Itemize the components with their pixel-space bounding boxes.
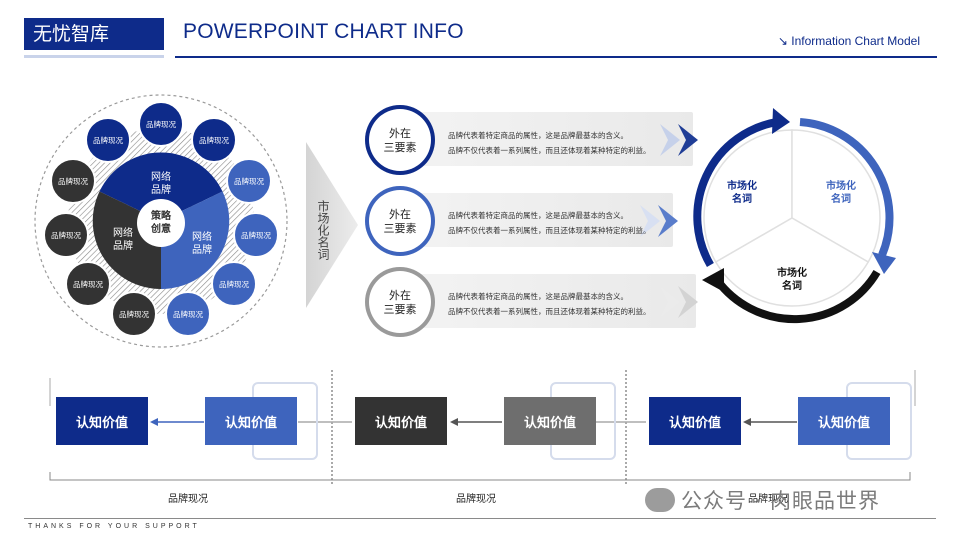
- brand-circle-diagram: 策略 创意 网络 品牌 网络 品牌 网络 品牌 品牌现况 品牌现况 品牌现况 品…: [34, 94, 288, 348]
- center-circle: [137, 199, 185, 247]
- watermark: 公众号 · 肉眼品世界: [645, 485, 880, 515]
- svg-text:品牌现况: 品牌现况: [173, 309, 203, 319]
- cycle-right-label-2: 名词: [831, 192, 851, 205]
- factor-2-desc: 品牌代表着特定商品的属性，这是品牌最基本的含义。 品牌不仅代表着一系列属性，而且…: [448, 208, 651, 238]
- center-label-2: 创意: [150, 222, 171, 235]
- group-label-1: 品牌现况: [168, 494, 208, 505]
- cycle-bottom-label-2: 名词: [782, 279, 802, 292]
- segment-top-label-1: 网络: [151, 170, 171, 183]
- segment-top: [99, 152, 223, 221]
- group-label-2: 品牌现况: [456, 494, 496, 505]
- header-divider: [175, 56, 937, 58]
- factor-3-line-1: 品牌代表着特定商品的属性，这是品牌最基本的含义。: [448, 292, 628, 301]
- cycle-bottom-label-1: 市场化: [777, 266, 807, 279]
- page-title: POWERPOINT CHART INFO: [183, 20, 464, 43]
- footer-divider: [24, 518, 936, 519]
- value-box-6: 认知价值: [798, 397, 890, 445]
- segment-left-label-1: 网络: [113, 226, 133, 239]
- page-subtitle: ↘ Information Chart Model: [778, 34, 920, 48]
- brand-logo: 无忧智库: [24, 18, 164, 50]
- cycle-left-label-1: 市场化: [727, 179, 757, 192]
- center-label-1: 策略: [151, 209, 172, 222]
- value-box-5: 认知价值: [649, 397, 741, 445]
- chevron-label: 市场化名词: [316, 200, 330, 260]
- factor-2-line-2: 品牌不仅代表着一系列属性，而且还体现着某种特定的利益。: [448, 226, 651, 235]
- cycle-right-label-1: 市场化: [826, 179, 856, 192]
- segment-top-label-2: 品牌: [151, 183, 171, 196]
- factor-circles: [365, 105, 698, 337]
- segment-right-label-2: 品牌: [192, 243, 212, 256]
- svg-text:品牌现况: 品牌现况: [119, 309, 149, 319]
- svg-text:品牌现况: 品牌现况: [241, 230, 271, 240]
- wechat-icon: [645, 488, 675, 512]
- watermark-text: 公众号 · 肉眼品世界: [681, 489, 881, 513]
- factor-2-line-1: 品牌代表着特定商品的属性，这是品牌最基本的含义。: [448, 211, 628, 220]
- subtitle-text: Information Chart Model: [791, 34, 920, 48]
- brand-underline: [24, 55, 164, 58]
- factor-1-desc: 品牌代表着特定商品的属性，这是品牌最基本的含义。 品牌不仅代表着一系列属性，而且…: [448, 128, 651, 158]
- factor-3-line-2: 品牌不仅代表着一系列属性，而且还体现着某种特定的利益。: [448, 307, 651, 316]
- value-box-3: 认知价值: [355, 397, 447, 445]
- svg-text:品牌现况: 品牌现况: [51, 230, 81, 240]
- outer-dashed-ring: [34, 94, 288, 348]
- factor-3-label: 外在 三要素: [383, 289, 417, 316]
- svg-text:品牌现况: 品牌现况: [93, 135, 123, 145]
- segment-left-label-2: 品牌: [113, 239, 133, 252]
- group-label-3: 品牌现况: [748, 494, 788, 505]
- segment-right-label-1: 网络: [192, 230, 212, 243]
- svg-text:品牌现况: 品牌现况: [146, 119, 176, 129]
- satellite-group: 品牌现况 品牌现况 品牌现况 品牌现况 品牌现况 品牌现况 品牌现况 品牌现况 …: [43, 101, 279, 337]
- arrow-down-right-icon: ↘: [777, 34, 788, 48]
- factor-1-line-2: 品牌不仅代表着一系列属性，而且还体现着某种特定的利益。: [448, 146, 651, 155]
- cycle-diagram: 市场化 名词 市场化 名词 市场化 名词: [693, 108, 896, 324]
- cycle-left-label-2: 名词: [732, 192, 752, 205]
- svg-text:品牌现况: 品牌现况: [199, 135, 229, 145]
- svg-text:品牌现况: 品牌现况: [219, 279, 249, 289]
- svg-text:品牌现况: 品牌现况: [73, 279, 103, 289]
- footer-tagline: THANKS FOR YOUR SUPPORT: [28, 523, 200, 530]
- factor-2-label: 外在 三要素: [383, 208, 417, 235]
- bottom-process-lines: [49, 370, 916, 486]
- factor-1-label: 外在 三要素: [383, 127, 417, 154]
- big-chevron-arrow: [306, 142, 358, 308]
- factor-1-line-1: 品牌代表着特定商品的属性，这是品牌最基本的含义。: [448, 131, 628, 140]
- factor-3-desc: 品牌代表着特定商品的属性，这是品牌最基本的含义。 品牌不仅代表着一系列属性，而且…: [448, 289, 651, 319]
- value-box-4: 认知价值: [504, 397, 596, 445]
- svg-text:品牌现况: 品牌现况: [58, 176, 88, 186]
- svg-text:品牌现况: 品牌现况: [234, 176, 264, 186]
- value-box-2: 认知价值: [205, 397, 297, 445]
- value-box-1: 认知价值: [56, 397, 148, 445]
